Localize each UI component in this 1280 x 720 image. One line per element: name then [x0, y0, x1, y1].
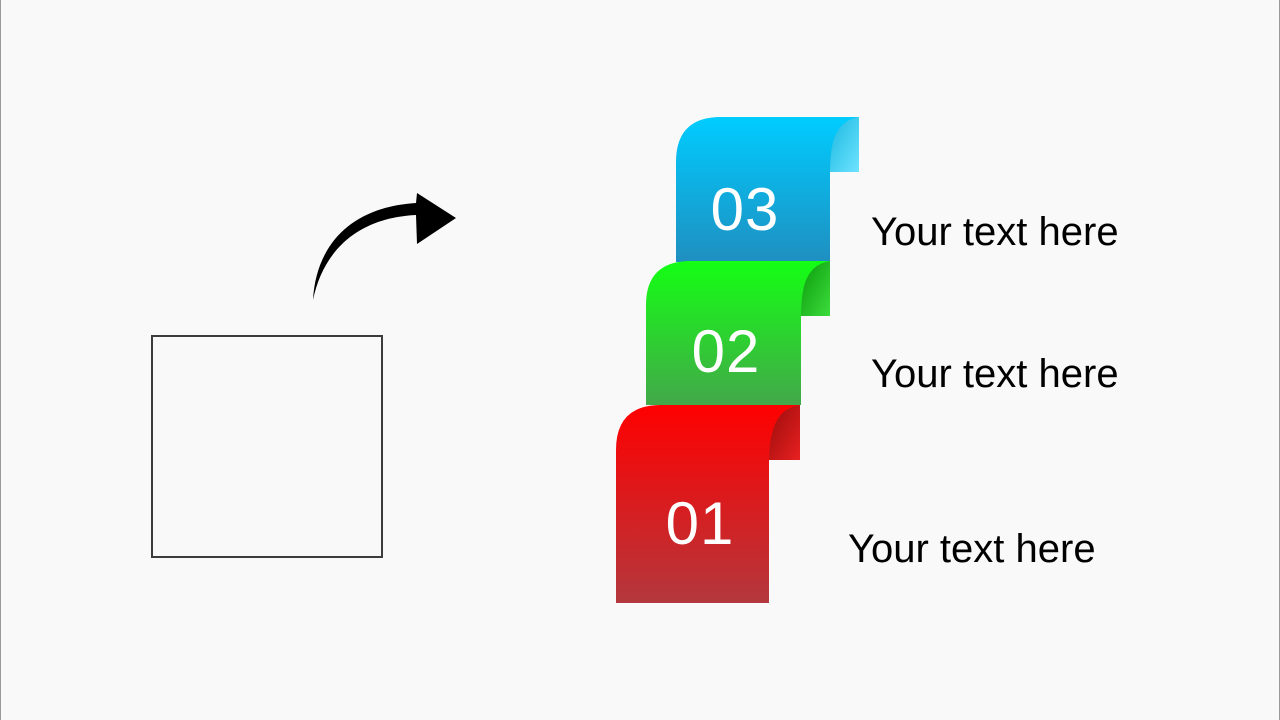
step-text-03: Your text here — [871, 210, 1119, 254]
step-number-01: 01 — [665, 490, 735, 557]
ribbon-01 — [616, 405, 800, 603]
step-number-02: 02 — [691, 318, 761, 385]
ribbon-02 — [646, 261, 830, 405]
step-text-01: Your text here — [848, 527, 1096, 571]
step-text-02: Your text here — [871, 352, 1119, 396]
square-outline — [151, 335, 383, 558]
step-number-03: 03 — [710, 176, 780, 243]
ribbon-03 — [676, 117, 859, 262]
